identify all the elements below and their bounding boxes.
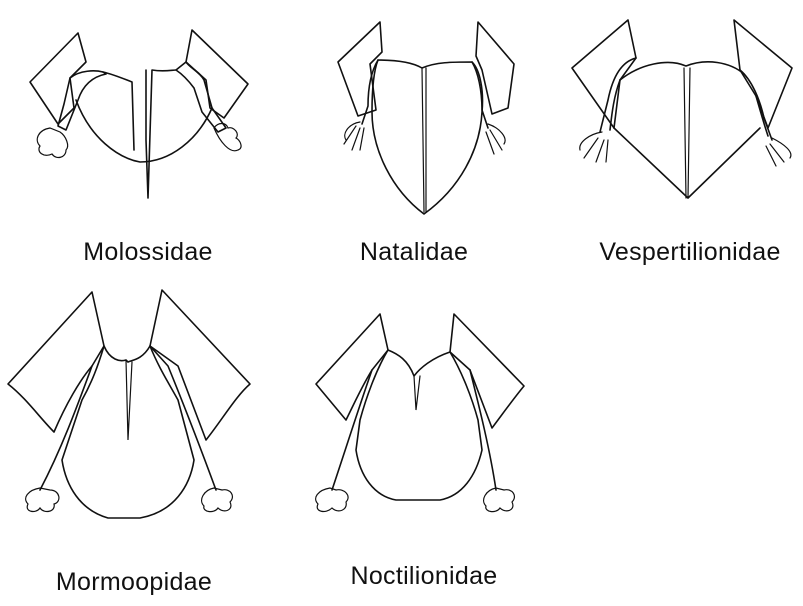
noctilionidae-right-wing-membrane <box>450 314 524 428</box>
label-mormoopidae: Mormoopidae <box>56 568 212 597</box>
mormoopidae-right-wing-membrane <box>150 290 250 440</box>
noctilionidae-right-foot <box>484 488 515 512</box>
vespertilionidae-right-leg <box>740 70 772 140</box>
noctilionidae-left-wing-membrane <box>316 314 388 420</box>
natalidae-right-leg <box>472 62 488 128</box>
mormoopidae-tail <box>126 360 132 440</box>
vespertilionidae-left-foot <box>580 132 608 162</box>
molossidae-right-leg <box>176 62 226 132</box>
noctilionidae-left-foot <box>316 488 348 511</box>
molossidae-drawing <box>30 30 248 198</box>
natalidae-tail <box>422 68 426 212</box>
molossidae-left-leg <box>58 71 106 130</box>
mormoopidae-right-foot <box>202 488 233 512</box>
molossidae-membrane-edge-left <box>103 72 134 150</box>
natalidae-right-foot <box>486 124 505 154</box>
noctilionidae-drawing <box>316 314 524 512</box>
label-natalidae: Natalidae <box>360 238 468 267</box>
mormoopidae-left-foot <box>26 488 59 511</box>
noctilionidae-uropatagium <box>356 350 482 500</box>
label-vespertilionidae: Vespertilionidae <box>599 238 780 267</box>
vespertilionidae-left-wing-membrane <box>572 20 636 128</box>
molossidae-right-wing-membrane <box>186 30 248 118</box>
vespertilionidae-membrane-top <box>620 62 744 80</box>
noctilionidae-left-leg <box>332 370 372 490</box>
molossidae-right-foot <box>214 124 241 151</box>
mormoopidae-left-leg <box>40 366 92 490</box>
mormoopidae-drawing <box>8 290 250 518</box>
vespertilionidae-right-foot <box>766 138 791 166</box>
natalidae-left-foot <box>344 122 364 150</box>
mormoopidae-left-wing-membrane <box>8 292 104 432</box>
natalidae-uropatagium <box>372 60 483 214</box>
noctilionidae-tail <box>414 376 420 410</box>
vespertilionidae-tail <box>684 68 690 198</box>
molossidae-tail <box>146 70 176 198</box>
molossidae-left-foot <box>37 128 67 157</box>
vespertilionidae-uropatagium <box>614 128 760 198</box>
label-molossidae: Molossidae <box>83 238 212 267</box>
vespertilionidae-drawing <box>572 20 792 198</box>
molossidae-left-wing-membrane <box>30 33 86 124</box>
molossidae-uropatagium <box>76 100 212 162</box>
label-noctilionidae: Noctilionidae <box>350 562 497 591</box>
natalidae-drawing <box>338 22 514 214</box>
